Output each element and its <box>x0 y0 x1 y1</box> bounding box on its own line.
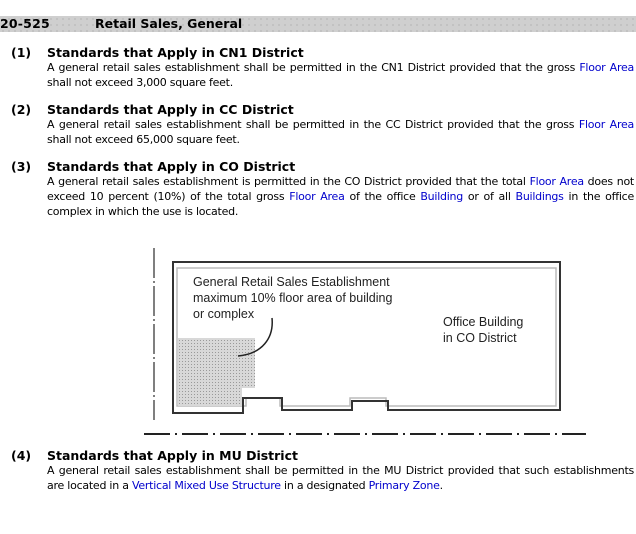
building-outline-inner <box>176 267 557 407</box>
building-outline <box>172 261 561 414</box>
section-title: Retail Sales, General <box>95 16 243 31</box>
office-label-line: in CO District <box>443 331 517 345</box>
definition-link-vertical-mixed-use-structure[interactable]: Vertical Mixed Use Structure <box>131 479 281 492</box>
body-text: in the office complex in which the use i… <box>47 190 634 218</box>
section-header-bar: 20-525 Retail Sales, General <box>0 16 636 32</box>
body-text: A general retail sales establishment is … <box>47 175 530 188</box>
subsection-label: (2) <box>11 102 32 117</box>
definition-link-floor-area[interactable]: Floor Area <box>529 175 585 188</box>
body-text: in a designated <box>280 479 369 492</box>
section-number: 20-525 <box>0 16 50 31</box>
retail-label-line: or complex <box>193 307 255 321</box>
subsection-heading: Standards that Apply in CO District <box>47 159 296 174</box>
definition-link-primary-zone[interactable]: Primary Zone <box>368 479 440 492</box>
definition-link-floor-area[interactable]: Floor Area <box>578 118 634 131</box>
definition-link-floor-area[interactable]: Floor Area <box>579 61 634 74</box>
subsection-body: A general retail sales establishment sha… <box>47 117 634 147</box>
subsection-heading: Standards that Apply in CC District <box>47 102 294 117</box>
body-text: . <box>439 479 444 492</box>
body-text: shall not exceed 65,000 square feet. <box>47 133 240 146</box>
subsection-heading: Standards that Apply in MU District <box>47 448 298 463</box>
body-text: A general retail sales establishment sha… <box>47 118 579 131</box>
definition-link-floor-area[interactable]: Floor Area <box>289 190 345 203</box>
floor-area-diagram: General Retail Sales Establishment maxim… <box>140 238 600 444</box>
body-text: of the office <box>344 190 421 203</box>
retail-label-line: General Retail Sales Establishment <box>193 275 390 289</box>
subsection-heading: Standards that Apply in CN1 District <box>47 45 304 60</box>
body-text: does not exceed 10 percent (10%) of the … <box>47 175 634 203</box>
subsection-body: A general retail sales establishment sha… <box>47 463 634 493</box>
subsection-body: A general retail sales establishment sha… <box>47 60 634 90</box>
body-text: or of all <box>463 190 516 203</box>
body-text: shall not exceed 3,000 square feet. <box>47 76 233 89</box>
subsection-label: (4) <box>11 448 32 463</box>
body-text: A general retail sales establishment sha… <box>47 61 580 74</box>
retail-area-shading <box>178 338 255 406</box>
definition-link-building[interactable]: Building <box>420 190 464 203</box>
office-label-line: Office Building <box>443 315 523 329</box>
body-text: A general retail sales establishment sha… <box>47 464 634 492</box>
retail-label-line: maximum 10% floor area of building <box>193 291 392 305</box>
definition-link-buildings[interactable]: Buildings <box>515 190 564 203</box>
leader-line <box>237 317 273 357</box>
subsection-body: A general retail sales establishment is … <box>47 174 634 219</box>
subsection-label: (1) <box>11 45 32 60</box>
subsection-label: (3) <box>11 159 32 174</box>
